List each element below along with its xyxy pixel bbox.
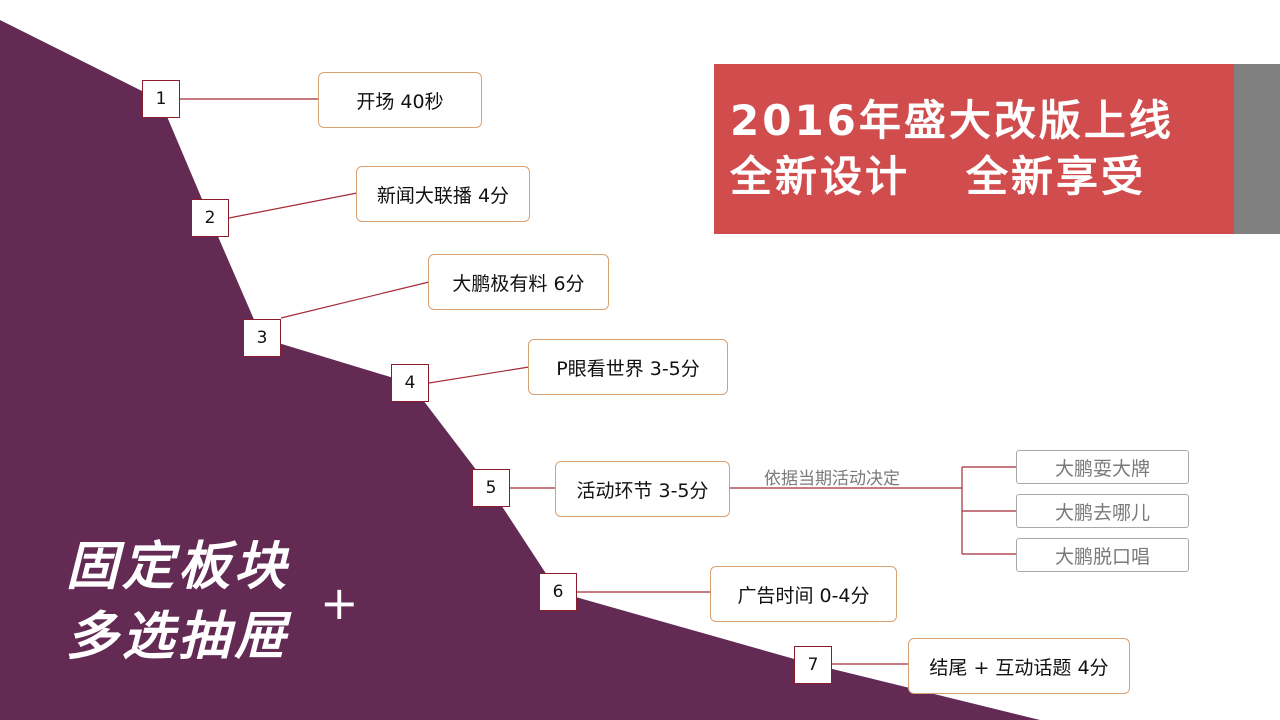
step-number-6: 6 xyxy=(539,573,577,611)
step-number-2: 2 xyxy=(191,199,229,237)
slogan-line-1: 固定板块 xyxy=(66,536,291,597)
segment-features: 大鹏极有料 6分 xyxy=(428,254,609,310)
activity-option-2: 大鹏去哪儿 xyxy=(1016,494,1189,528)
banner-line-1: 2016年盛大改版上线 xyxy=(730,96,1174,145)
connector-3 xyxy=(280,281,430,319)
segment-ending: 结尾 + 互动话题 4分 xyxy=(908,638,1130,694)
segment-world: P眼看世界 3-5分 xyxy=(528,339,728,395)
activity-option-3: 大鹏脱口唱 xyxy=(1016,538,1189,572)
plus-icon: + xyxy=(320,576,359,630)
banner-side-bar xyxy=(1234,64,1280,234)
segment-activity: 活动环节 3-5分 xyxy=(555,461,730,517)
segment-opening: 开场 40秒 xyxy=(318,72,482,128)
connector-lines xyxy=(180,98,1016,665)
banner-line-2-b: 全新享受 xyxy=(966,152,1147,201)
activity-option-1: 大鹏耍大牌 xyxy=(1016,450,1189,484)
purple-region xyxy=(0,20,1040,720)
slogan-line-2: 多选抽屉 xyxy=(66,606,291,667)
connector-2 xyxy=(228,192,358,219)
headline-banner: 2016年盛大改版上线 全新设计 全新享受 xyxy=(714,64,1234,234)
connector-4 xyxy=(428,366,530,384)
segment-ads: 广告时间 0-4分 xyxy=(710,566,897,622)
step-number-4: 4 xyxy=(391,364,429,402)
banner-line-2-a: 全新设计 xyxy=(730,152,911,201)
step-number-1: 1 xyxy=(142,80,180,118)
branch-note: 依据当期活动决定 xyxy=(764,469,900,489)
step-number-5: 5 xyxy=(472,469,510,507)
step-number-3: 3 xyxy=(243,319,281,357)
step-number-7: 7 xyxy=(794,646,832,684)
banner-line-2: 全新设计 全新享受 xyxy=(730,149,1234,205)
segment-news: 新闻大联播 4分 xyxy=(356,166,530,222)
